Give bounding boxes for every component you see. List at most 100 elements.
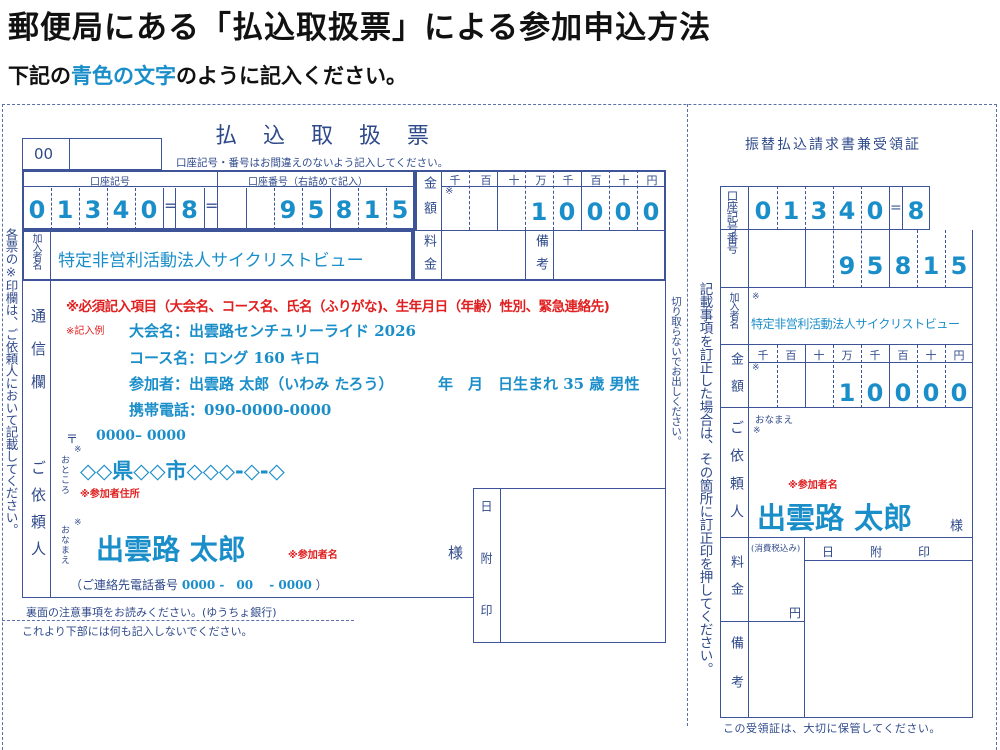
cell-sep bbox=[805, 230, 806, 288]
receipt-amount-unit: 十 bbox=[925, 349, 937, 362]
amount-unit: 千 bbox=[562, 174, 574, 187]
receipt-symbol-digit: 0 bbox=[754, 197, 772, 225]
cell-sep bbox=[553, 170, 554, 230]
fee-label: 料金 bbox=[421, 234, 436, 280]
code-box bbox=[22, 138, 162, 170]
receipt-fee-col bbox=[804, 538, 805, 718]
amount-digit: 0 bbox=[586, 198, 604, 226]
account-symbol-digit: 4 bbox=[112, 196, 130, 224]
comm-label: 通信欄 bbox=[29, 308, 47, 407]
amount-label: 金額 bbox=[421, 176, 436, 226]
account-number-digit: 8 bbox=[335, 196, 353, 224]
receipt-symbol-digit: 3 bbox=[810, 197, 828, 225]
receipt-fee-bottom-line bbox=[720, 621, 804, 622]
receipt-amount-mark: ※ bbox=[752, 363, 760, 373]
amount-mark: ※ bbox=[445, 186, 454, 197]
cell-sep bbox=[833, 186, 834, 288]
remarks-sep bbox=[525, 230, 526, 281]
receipt-amount-label-col bbox=[748, 345, 749, 408]
equals-sign: = bbox=[164, 196, 178, 215]
receipt-amount-unit: 万 bbox=[841, 349, 853, 362]
receipt-amount-unit-line bbox=[748, 362, 973, 363]
cell-sep bbox=[107, 188, 108, 230]
receipt-amount-digit: 1 bbox=[838, 379, 856, 407]
receipt-subscriber-label: 加入者名 bbox=[727, 292, 738, 328]
receipt-number-digit: 5 bbox=[866, 252, 884, 280]
address-mark: ※ bbox=[74, 445, 82, 455]
cell-sep bbox=[246, 188, 247, 230]
subscriber-label: 加入者名 bbox=[30, 233, 41, 269]
receipt-symbol-digit: 1 bbox=[782, 197, 800, 225]
cell-sep bbox=[637, 170, 638, 230]
receipt-amount-digit: 0 bbox=[866, 379, 884, 407]
cell-sep bbox=[902, 186, 903, 230]
cell-sep bbox=[945, 230, 946, 288]
receipt-number-digit: 5 bbox=[950, 252, 968, 280]
receipt-amount-digit: 0 bbox=[922, 379, 940, 407]
cell-sep bbox=[79, 188, 80, 230]
cell-sep bbox=[135, 188, 136, 230]
amount-unit: 円 bbox=[646, 174, 658, 187]
amount-unit: 十 bbox=[618, 174, 630, 187]
receipt-amount-digit: 0 bbox=[894, 379, 912, 407]
receipt-number-digit: 1 bbox=[922, 252, 940, 280]
perforation-right bbox=[996, 104, 997, 750]
cell-sep bbox=[497, 170, 498, 230]
receipt-requester-label: ご依頼人 bbox=[728, 420, 744, 532]
cell-sep bbox=[889, 186, 890, 288]
tear-note: 切り取らないでお出しください。 bbox=[670, 296, 682, 446]
equals-sign: = bbox=[890, 200, 902, 216]
account-number-digit: 9 bbox=[279, 196, 297, 224]
perforation-left bbox=[2, 104, 3, 750]
receipt-subscriber-row bbox=[720, 288, 973, 345]
amount-unit: 千 bbox=[449, 174, 461, 187]
phone-close: ） bbox=[315, 578, 328, 592]
cell-sep bbox=[302, 188, 303, 230]
date-stamp-box bbox=[473, 488, 666, 643]
correction-note: 記載事項を訂正した場合は、その箇所に訂正印を押してください。 bbox=[696, 282, 713, 676]
code-box-divider bbox=[69, 138, 70, 170]
address-value: ◇◇県◇◇市◇◇◇-◇-◇ bbox=[80, 459, 285, 483]
required-note: ※必須記入項目（大会名、コース名、氏名（ふりがな)、生年月日（年齢）性別、緊急連… bbox=[66, 299, 610, 315]
account-number-digit: 5 bbox=[307, 196, 325, 224]
receipt-account-label-col bbox=[748, 186, 749, 288]
receipt-stamp-header-line bbox=[804, 560, 973, 561]
example-line: 携帯電話：090-0000-0000 bbox=[129, 401, 332, 419]
receipt-fee-label: 料金 bbox=[728, 555, 743, 609]
account-check-digit: 8 bbox=[181, 196, 198, 224]
receipt-amount-unit: 百 bbox=[785, 349, 797, 362]
cell-sep bbox=[777, 186, 778, 230]
receipt-account-label: 口座記号番号 bbox=[725, 190, 740, 253]
receipt-amount-unit: 十 bbox=[813, 349, 825, 362]
cell-sep bbox=[609, 170, 610, 230]
account-row bbox=[22, 170, 417, 230]
cell-sep bbox=[889, 345, 890, 408]
requester-name: 出雲路 太郎 bbox=[96, 533, 246, 566]
receipt-amount-unit: 千 bbox=[757, 349, 769, 362]
subscriber-row bbox=[22, 230, 413, 281]
cell-sep bbox=[833, 345, 834, 408]
comm-label-col bbox=[50, 281, 51, 598]
amount-fee-block bbox=[413, 170, 666, 281]
receipt-sama: 様 bbox=[950, 519, 964, 534]
comm-requester-block bbox=[22, 281, 666, 598]
address-note: ※参加者住所 bbox=[80, 489, 140, 500]
receipt-amount-unit: 千 bbox=[869, 349, 881, 362]
perforation-bottom-line bbox=[2, 620, 354, 621]
subtitle-highlight: 青色の文字 bbox=[71, 63, 176, 88]
receipt-subscriber-name: 特定非営利活動法人サイクリストビュー bbox=[751, 317, 960, 331]
page-subtitle: 下記の青色の文字のように記入ください。 bbox=[8, 60, 407, 90]
receipt-account-symbol-row bbox=[720, 186, 930, 230]
receipt-requester-label-col bbox=[748, 408, 749, 718]
receipt-subscriber-mark: ※ bbox=[752, 292, 760, 302]
name-note: ※参加者名 bbox=[288, 550, 338, 561]
receipt-keep-note: この受領証は、大切に保管してください。 bbox=[723, 722, 941, 735]
cell-sep bbox=[917, 230, 918, 288]
receipt-amount-unit: 円 bbox=[953, 349, 965, 362]
amount-label-col bbox=[441, 170, 442, 281]
receipt-title: 振替払込請求書兼受領証 bbox=[745, 137, 921, 153]
receipt-name-label: おなまえ bbox=[755, 415, 794, 426]
subscriber-name: 特定非営利活動法人サイクリストビュー bbox=[58, 251, 364, 271]
side-note: 各票の※印欄は、ご依頼人において記載してください。 bbox=[3, 228, 19, 536]
receipt-stamp-header: 日 附 印 bbox=[822, 545, 931, 559]
